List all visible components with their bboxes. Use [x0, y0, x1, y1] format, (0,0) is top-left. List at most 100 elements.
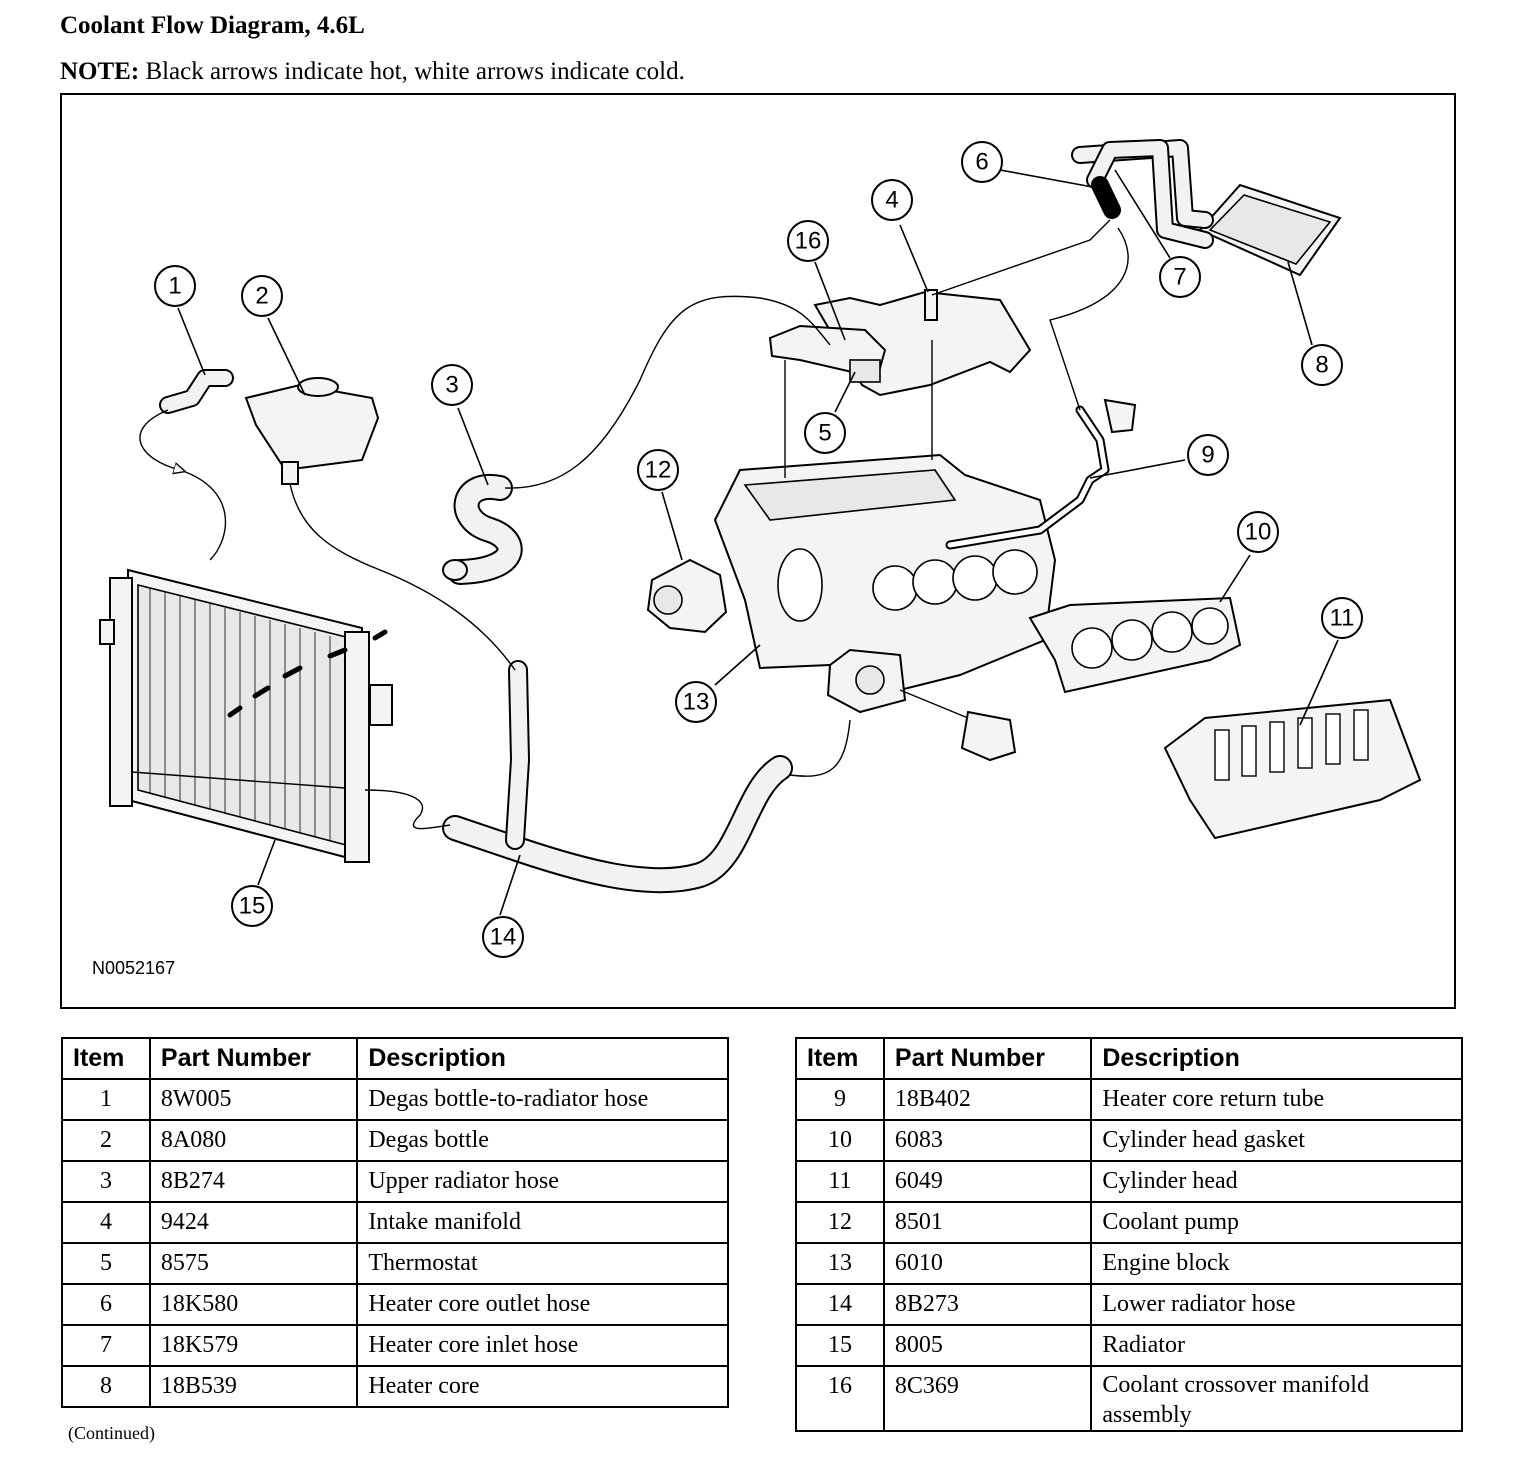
- desc-cell: Intake manifold: [356, 1201, 729, 1244]
- figure-id: N0052167: [92, 958, 176, 978]
- svg-text:1: 1: [168, 273, 181, 300]
- svg-text:8: 8: [1315, 352, 1328, 379]
- svg-text:9: 9: [1201, 442, 1214, 469]
- desc-cell: Coolant crossover manifold assembly: [1090, 1365, 1463, 1432]
- coolant-flow-diagram: 1 2 3 4 5 6 7 8 9 10 11 12 13 14 15 16: [99, 139, 1422, 958]
- callout-2: 2: [241, 275, 283, 317]
- callout-15: 15: [231, 885, 273, 927]
- desc-cell: Heater core: [356, 1365, 729, 1408]
- callout-12: 12: [637, 449, 679, 491]
- flow-lines: [131, 219, 1129, 830]
- desc-cell: Coolant pump: [1090, 1201, 1463, 1244]
- svg-text:4: 4: [885, 187, 898, 214]
- cylinder-head: [1163, 698, 1422, 840]
- callout-14: 14: [482, 916, 524, 958]
- item-cell: 11: [795, 1160, 885, 1203]
- column-description: Description: [1090, 1037, 1463, 1080]
- svg-text:16: 16: [795, 228, 822, 255]
- part-cell: 18K580: [148, 1283, 359, 1326]
- part-cell: 6049: [882, 1160, 1093, 1203]
- leader-lines: [177, 169, 1339, 916]
- item-cell: 6: [61, 1283, 151, 1326]
- table-header: Item Part Number Description: [61, 1037, 729, 1080]
- engine-block: [713, 453, 1057, 714]
- desc-cell: Cylinder head gasket: [1090, 1119, 1463, 1162]
- part-cell: 18K579: [148, 1324, 359, 1367]
- callout-6: 6: [961, 141, 1003, 183]
- item-cell: 4: [61, 1201, 151, 1244]
- note-text: Black arrows indicate hot, white arrows …: [139, 58, 685, 85]
- desc-cell: Heater core inlet hose: [356, 1324, 729, 1367]
- lower-radiator-hose: [442, 660, 793, 894]
- svg-text:6: 6: [975, 149, 988, 176]
- svg-text:5: 5: [818, 420, 831, 447]
- part-cell: 9424: [148, 1201, 359, 1244]
- heater-core: [1198, 183, 1342, 277]
- svg-text:11: 11: [1330, 605, 1355, 632]
- item-cell: 7: [61, 1324, 151, 1367]
- item-cell: 3: [61, 1160, 151, 1203]
- callout-10: 10: [1237, 511, 1279, 553]
- coolant-pump: [646, 558, 728, 634]
- svg-text:7: 7: [1173, 264, 1186, 291]
- callout-4: 4: [871, 179, 913, 221]
- degas-bottle: [244, 377, 380, 485]
- callout-5: 5: [804, 412, 846, 454]
- svg-text:2: 2: [255, 283, 268, 310]
- part-cell: 8501: [882, 1201, 1093, 1244]
- item-cell: 12: [795, 1201, 885, 1244]
- callout-11: 11: [1321, 597, 1363, 639]
- desc-cell: Heater core outlet hose: [356, 1283, 729, 1326]
- column-item: Item: [795, 1037, 885, 1080]
- svg-text:13: 13: [683, 689, 710, 716]
- desc-cell: Lower radiator hose: [1090, 1283, 1463, 1326]
- diagram-frame: [60, 93, 1456, 1009]
- callout-9: 9: [1187, 434, 1229, 476]
- item-cell: 10: [795, 1119, 885, 1162]
- callout-3: 3: [431, 364, 473, 406]
- crossover-manifold: [768, 324, 887, 383]
- item-cell: 15: [795, 1324, 885, 1367]
- desc-cell: Upper radiator hose: [356, 1160, 729, 1203]
- oil-filter: [899, 689, 1017, 762]
- note-label: NOTE:: [60, 58, 140, 85]
- part-cell: 8B273: [882, 1283, 1093, 1326]
- part-cell: 8A080: [148, 1119, 359, 1162]
- table-header: Item Part Number Description: [795, 1037, 1463, 1080]
- heater-return-tube: [945, 398, 1137, 550]
- svg-text:10: 10: [1245, 519, 1272, 546]
- svg-text:15: 15: [239, 893, 266, 920]
- column-part-number: Part Number: [882, 1037, 1093, 1080]
- heater-hoses: [1071, 139, 1214, 249]
- note: NOTE: Black arrows indicate hot, white a…: [60, 58, 685, 86]
- part-cell: 18B539: [148, 1365, 359, 1408]
- desc-cell: Heater core return tube: [1090, 1078, 1463, 1121]
- part-cell: 6083: [882, 1119, 1093, 1162]
- part-cell: 8C369: [882, 1365, 1093, 1432]
- cylinder-head-gasket: [1028, 596, 1242, 694]
- item-cell: 14: [795, 1283, 885, 1326]
- item-cell: 9: [795, 1078, 885, 1121]
- desc-cell: Thermostat: [356, 1242, 729, 1285]
- callout-8: 8: [1301, 344, 1343, 386]
- svg-text:3: 3: [445, 372, 458, 399]
- part-cell: 8B274: [148, 1160, 359, 1203]
- desc-cell: Radiator: [1090, 1324, 1463, 1367]
- item-cell: 13: [795, 1242, 885, 1285]
- callout-1: 1: [154, 265, 196, 307]
- desc-cell: Degas bottle-to-radiator hose: [356, 1078, 729, 1121]
- callout-16: 16: [787, 220, 829, 262]
- continued-note: (Continued): [68, 1423, 155, 1443]
